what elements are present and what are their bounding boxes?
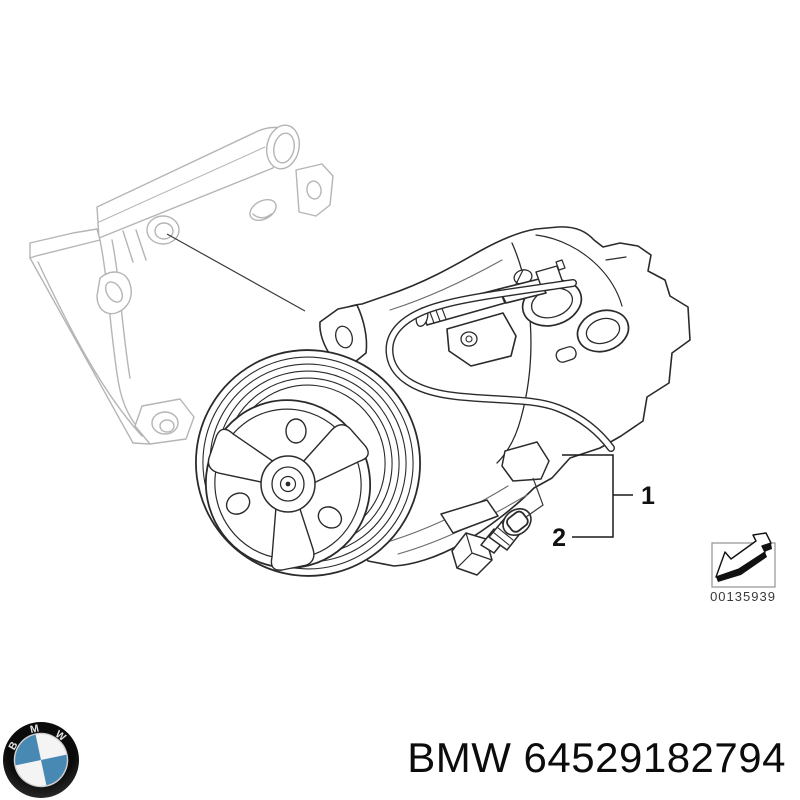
- bmw-logo: B M W: [3, 722, 79, 798]
- part-number-text: BMW 64529182794: [407, 734, 786, 781]
- bmw-logo-letter-m: M: [29, 722, 40, 736]
- logo-quadrants: B M W: [6, 722, 69, 788]
- callout-bracket: [562, 454, 633, 538]
- compressor-drawing: [195, 226, 691, 577]
- callout-1-label: 1: [641, 482, 655, 510]
- suction-discharge-ports: [513, 269, 630, 363]
- callout-2-label: 2: [552, 524, 566, 552]
- ref-code-label: 00135939: [710, 589, 776, 604]
- valve-leader-line: [525, 477, 544, 518]
- direction-arrow-icon: [715, 532, 772, 582]
- mount-bracket-drawing: [29, 124, 334, 445]
- compressor-mount-ear: [319, 304, 368, 367]
- bottom-foot-lug: [440, 499, 499, 534]
- pipe-loop: [385, 279, 615, 452]
- ref-thumbnail-box: 00135939: [710, 532, 776, 604]
- valve-boss: [501, 441, 550, 482]
- pressure-valve-drawing: [451, 507, 532, 576]
- bracket-leader-line: [166, 233, 306, 312]
- clutch-plate: [204, 399, 372, 571]
- logo-blue-quadrant-br: [41, 754, 68, 786]
- logo-blue-quadrant-tl: [14, 734, 41, 766]
